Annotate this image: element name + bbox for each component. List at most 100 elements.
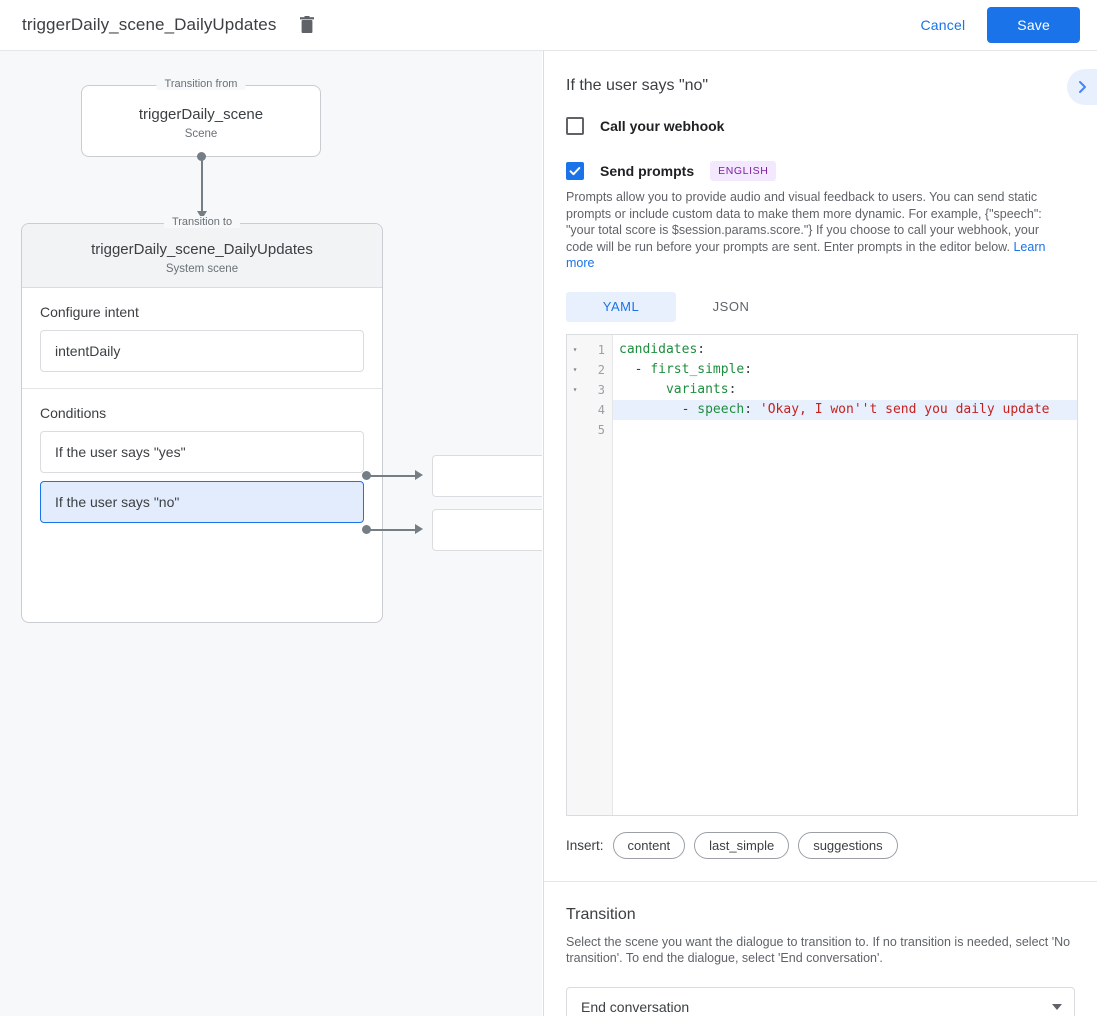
target-node-yes[interactable] bbox=[432, 455, 542, 497]
transition-title: Transition bbox=[566, 905, 636, 923]
editor-gutter-row: ▾1 bbox=[567, 340, 612, 360]
webhook-label: Call your webhook bbox=[600, 118, 725, 134]
code-token: 'Okay, I won''t send you daily update bbox=[759, 401, 1050, 417]
node-from-subtitle: Scene bbox=[184, 128, 218, 140]
node-from-legend: Transition from bbox=[156, 78, 246, 90]
learn-more-link[interactable]: Learn more bbox=[566, 239, 1046, 271]
line-number: 5 bbox=[597, 422, 605, 437]
chevron-down-icon bbox=[1052, 1003, 1062, 1010]
editor-code-area[interactable]: candidates: - first_simple: variants: - … bbox=[613, 335, 1077, 815]
conditions-section: Conditions If the user says "yes" If the… bbox=[22, 389, 382, 533]
condition-item-no[interactable]: If the user says "no" bbox=[40, 481, 364, 523]
transition-section: Transition Select the scene you want the… bbox=[544, 882, 1097, 1016]
send-prompts-checkbox[interactable] bbox=[566, 162, 584, 180]
tab-json[interactable]: JSON bbox=[712, 299, 750, 314]
insert-chips-row: Insert: content last_simple suggestions bbox=[544, 831, 1097, 859]
node-to-header: triggerDaily_scene_DailyUpdates System s… bbox=[22, 224, 382, 288]
editor-code-line[interactable] bbox=[613, 420, 1077, 440]
node-to-legend: Transition to bbox=[163, 216, 241, 228]
edge-vertical-line bbox=[201, 157, 203, 215]
prompts-helper-body: Prompts allow you to provide audio and v… bbox=[566, 190, 1042, 254]
code-token: candidates bbox=[619, 341, 698, 357]
tab-yaml[interactable]: YAML bbox=[566, 291, 676, 322]
webhook-checkbox[interactable] bbox=[566, 117, 584, 135]
condition-no-port bbox=[362, 525, 371, 534]
configure-intent-section: Configure intent intentDaily bbox=[22, 288, 382, 382]
node-transition-to[interactable]: Transition to triggerDaily_scene_DailyUp… bbox=[21, 216, 383, 623]
condition-item-yes[interactable]: If the user says "yes" bbox=[40, 431, 364, 473]
condition-no-edge bbox=[367, 529, 417, 531]
editor-code-line[interactable]: variants: bbox=[613, 380, 1077, 400]
intent-value-box[interactable]: intentDaily bbox=[40, 330, 364, 372]
language-badge: ENGLISH bbox=[710, 161, 777, 181]
fold-toggle-icon[interactable]: ▾ bbox=[572, 345, 578, 354]
code-token: first_simple bbox=[650, 361, 745, 377]
conditions-label: Conditions bbox=[40, 405, 107, 421]
panel-divider bbox=[543, 51, 544, 1016]
chevron-right-icon[interactable] bbox=[1067, 69, 1097, 105]
condition-yes-arrowhead bbox=[415, 470, 423, 480]
topbar-actions: Cancel Save bbox=[905, 7, 1080, 43]
code-token: : bbox=[697, 341, 706, 357]
line-number: 3 bbox=[597, 382, 605, 397]
target-node-no[interactable] bbox=[432, 509, 542, 551]
panel-section-divider bbox=[544, 880, 1097, 882]
send-prompts-checkbox-row[interactable]: Send prompts ENGLISH bbox=[544, 161, 1097, 181]
line-number: 1 bbox=[597, 342, 605, 357]
code-token bbox=[619, 382, 666, 397]
save-button[interactable]: Save bbox=[987, 7, 1080, 43]
node-from-title: triggerDaily_scene bbox=[138, 106, 264, 123]
send-prompts-label: Send prompts bbox=[600, 163, 695, 179]
code-token: : bbox=[744, 401, 760, 417]
node-transition-from[interactable]: Transition from triggerDaily_scene Scene bbox=[81, 78, 321, 157]
node-to-title: triggerDaily_scene_DailyUpdates bbox=[91, 241, 313, 258]
code-token: : bbox=[728, 381, 737, 397]
editor-code-line[interactable]: - speech: 'Okay, I won''t send you daily… bbox=[613, 399, 1077, 420]
code-token: speech bbox=[697, 401, 745, 417]
editor-gutter-row: 5 bbox=[567, 420, 612, 440]
panel-title: If the user says "no" bbox=[566, 77, 709, 94]
editor-gutter-row: ▾3 bbox=[567, 380, 612, 400]
edge-arrowhead-down bbox=[197, 211, 207, 219]
transition-description: Select the scene you want the dialogue t… bbox=[566, 934, 1071, 966]
configure-intent-label: Configure intent bbox=[40, 304, 139, 320]
code-token: - bbox=[619, 361, 651, 377]
transition-select-value: End conversation bbox=[581, 998, 690, 1015]
fold-toggle-icon[interactable]: ▾ bbox=[572, 365, 578, 374]
editor-gutter-row: ▾2 bbox=[567, 360, 612, 380]
canvas-gutter bbox=[542, 51, 543, 1016]
line-number: 4 bbox=[597, 402, 605, 417]
editor-gutter-row: 4 bbox=[567, 400, 612, 420]
panel-header: If the user says "no" bbox=[544, 51, 1097, 105]
editor-format-tabs: YAML JSON bbox=[566, 291, 1097, 322]
flow-canvas[interactable]: Transition from triggerDaily_scene Scene… bbox=[0, 51, 542, 1016]
line-number: 2 bbox=[597, 362, 605, 377]
insert-chip-content[interactable]: content bbox=[612, 831, 686, 859]
insert-label: Insert: bbox=[566, 837, 604, 853]
node-to-subtitle: System scene bbox=[165, 263, 239, 275]
transition-select[interactable]: End conversation bbox=[566, 986, 1075, 1016]
edge-source-port bbox=[197, 152, 206, 161]
condition-yes-edge bbox=[367, 475, 417, 477]
details-panel: If the user says "no" Call your webhook … bbox=[544, 51, 1097, 1016]
trash-icon[interactable] bbox=[294, 12, 320, 38]
condition-yes-port bbox=[362, 471, 371, 480]
editor-code-line[interactable]: candidates: bbox=[613, 340, 1077, 360]
condition-no-arrowhead bbox=[415, 524, 423, 534]
section-divider bbox=[22, 388, 382, 389]
insert-chip-last-simple[interactable]: last_simple bbox=[694, 831, 790, 859]
condition-item-yes-label: If the user says "yes" bbox=[55, 444, 186, 460]
top-app-bar: triggerDaily_scene_DailyUpdates Cancel S… bbox=[0, 0, 1097, 51]
code-token: : bbox=[744, 361, 753, 377]
fold-toggle-icon[interactable]: ▾ bbox=[572, 385, 578, 394]
insert-chip-suggestions[interactable]: suggestions bbox=[798, 831, 898, 859]
prompts-helper-text: Prompts allow you to provide audio and v… bbox=[544, 181, 1074, 272]
webhook-checkbox-row[interactable]: Call your webhook bbox=[544, 117, 1097, 135]
editor-code-line[interactable]: - first_simple: bbox=[613, 360, 1077, 380]
code-token: - bbox=[619, 401, 698, 417]
condition-item-no-label: If the user says "no" bbox=[55, 494, 180, 510]
page-title: triggerDaily_scene_DailyUpdates bbox=[22, 15, 277, 34]
cancel-button[interactable]: Cancel bbox=[905, 8, 982, 42]
